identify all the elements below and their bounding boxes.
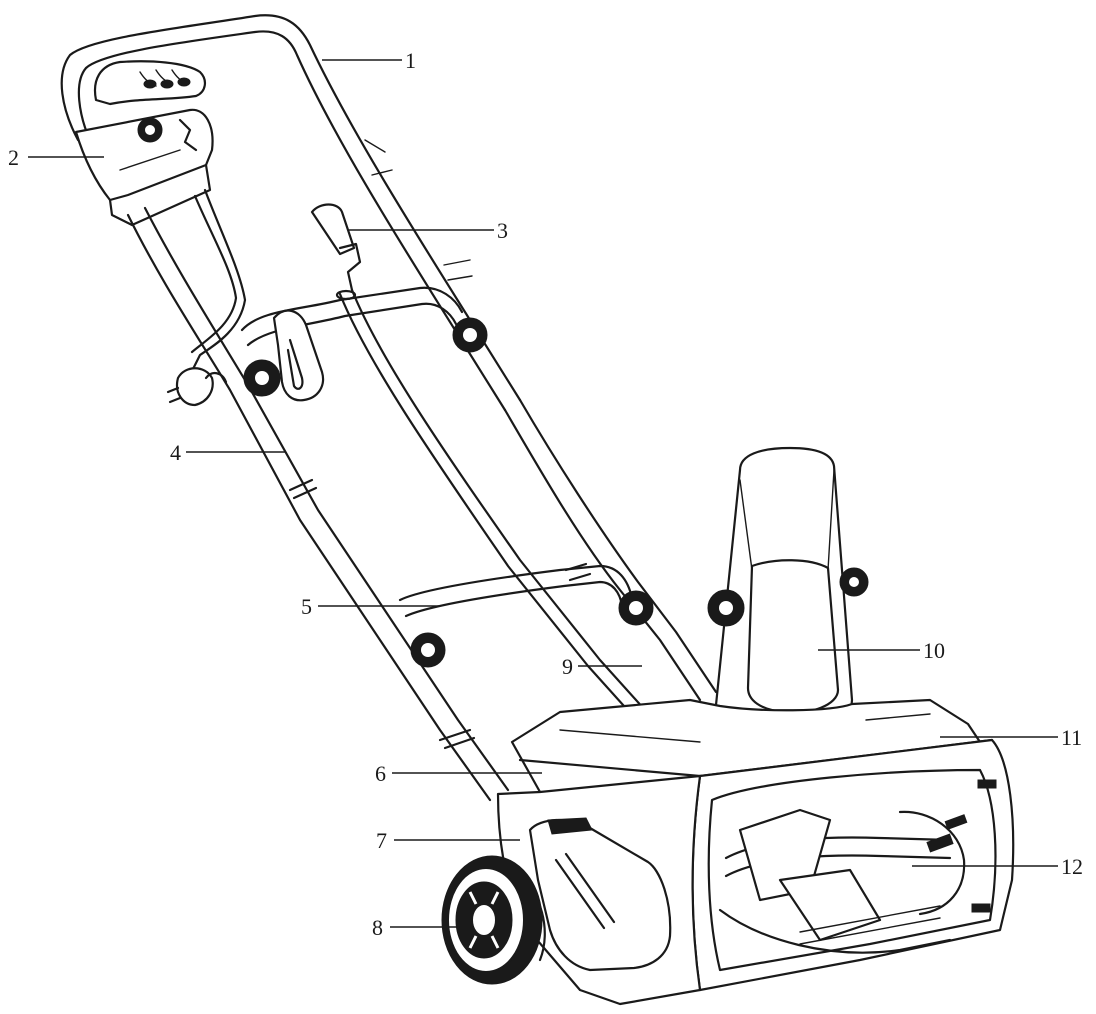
callout-6: 6 — [375, 761, 386, 786]
power-plug — [166, 367, 228, 407]
leader-lines — [28, 59, 1058, 928]
upper-right-knob — [452, 317, 488, 353]
lower-handle-right — [503, 398, 718, 702]
upper-crossbar — [240, 286, 488, 402]
upper-left-knob — [243, 359, 281, 397]
auger — [718, 779, 997, 954]
callout-10: 10 — [923, 638, 945, 663]
callout-1: 1 — [405, 48, 416, 73]
callout-3: 3 — [497, 218, 508, 243]
chute-left-knob — [707, 589, 745, 627]
callout-7: 7 — [376, 828, 387, 853]
lower-right-knob — [618, 590, 654, 626]
lower-crossbar — [398, 564, 654, 668]
callout-9: 9 — [562, 654, 573, 679]
chute-right-knob — [839, 567, 869, 597]
callout-4: 4 — [170, 440, 181, 465]
lower-left-knob — [410, 632, 446, 668]
switch-box — [74, 108, 214, 227]
callout-11: 11 — [1061, 725, 1082, 750]
upper-handle — [60, 14, 522, 412]
callout-numbers: 1 2 3 4 5 6 7 8 9 10 11 12 — [8, 48, 1083, 940]
callout-8: 8 — [372, 915, 383, 940]
callout-2: 2 — [8, 145, 19, 170]
top-grip — [93, 60, 206, 106]
wheel — [441, 855, 546, 985]
motor-housing — [496, 698, 1015, 1006]
callout-12: 12 — [1061, 854, 1083, 879]
chute-crank-rod — [310, 203, 692, 768]
discharge-chute — [707, 446, 869, 750]
lower-handle-left — [126, 188, 510, 802]
callout-5: 5 — [301, 594, 312, 619]
